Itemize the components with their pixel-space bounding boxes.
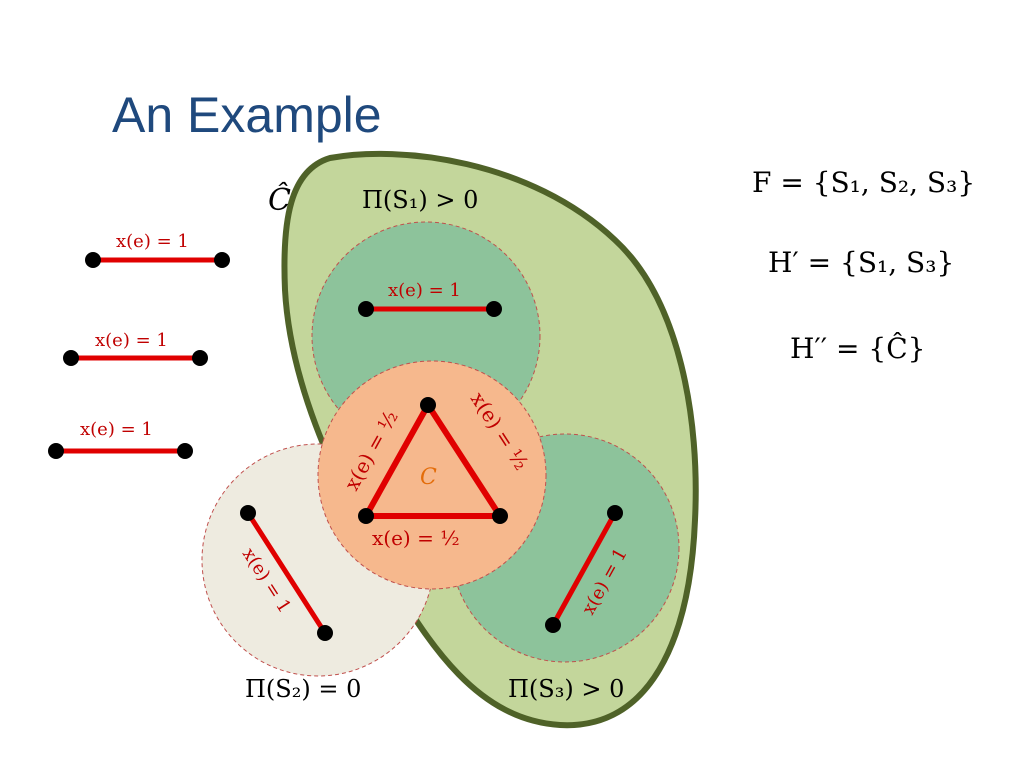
vertex: [486, 301, 502, 317]
formula-f: F = {S₁, S₂, S₃}: [752, 166, 976, 199]
edge-label-free-1: x(e) = 1: [116, 231, 189, 252]
vertex: [192, 350, 208, 366]
vertices: [48, 252, 623, 641]
vertex: [317, 625, 333, 641]
triangle-label-bottom: x(e) = ½: [372, 526, 460, 550]
formula-h-double-prime: H′′ = {Ĉ}: [790, 332, 926, 365]
vertex: [63, 350, 79, 366]
vertex: [545, 617, 561, 633]
c-circle: [317, 360, 547, 590]
triangle-edges: [363, 402, 503, 519]
formula-h-prime: H′ = {S₁, S₃}: [768, 246, 955, 279]
vertex: [607, 505, 623, 521]
pi-s2-label: Π(S₂) = 0: [245, 675, 361, 703]
pi-s3-label: Π(S₃) > 0: [508, 675, 624, 703]
edge-s3: [550, 510, 618, 628]
c-hat-label: Ĉ: [268, 182, 291, 218]
triangle-edge-right: [425, 402, 503, 519]
vertex: [358, 508, 374, 524]
edge-label-s1: x(e) = 1: [388, 280, 461, 301]
vertex: [48, 443, 64, 459]
slide-title: An Example: [112, 87, 382, 143]
pi-s1-label: Π(S₁) > 0: [362, 186, 478, 214]
vertex: [358, 301, 374, 317]
vertex: [240, 505, 256, 521]
vertex: [85, 252, 101, 268]
edge-s2: [245, 510, 328, 636]
edge-label-free-3: x(e) = 1: [80, 419, 153, 440]
edge-label-free-2: x(e) = 1: [95, 330, 168, 351]
vertex: [492, 508, 508, 524]
c-label: C: [420, 465, 437, 490]
triangle-edge-left: [363, 402, 431, 519]
vertex: [177, 443, 193, 459]
vertex: [420, 397, 436, 413]
vertex: [214, 252, 230, 268]
